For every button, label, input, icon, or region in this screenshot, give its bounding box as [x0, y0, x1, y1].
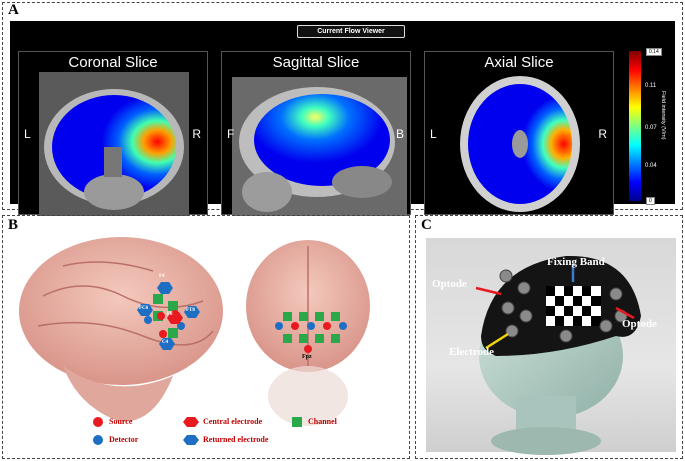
- electrode-label-f8: F8: [167, 312, 173, 317]
- electrode-label-fc6: FC6: [139, 306, 149, 311]
- viewer-title-button[interactable]: Current Flow Viewer: [297, 25, 405, 38]
- panel-b-label: B: [8, 217, 19, 233]
- brain-illustrations: [19, 237, 370, 445]
- fixing-band-label: Fixing Band: [547, 256, 605, 268]
- colorbar-tick-2: 0.04: [645, 163, 657, 169]
- axial-right-label: R: [598, 127, 607, 141]
- colorbar-tick-1: 0.07: [645, 125, 657, 131]
- panel-a: A Current Flow Viewer Coronal Slice: [2, 2, 683, 216]
- coronal-slice: Coronal Slice L R: [18, 51, 208, 216]
- axial-brain-map: [460, 76, 580, 212]
- axial-slice: Axial Slice L R: [424, 51, 614, 215]
- cap-photo: [475, 255, 641, 455]
- axial-left-label: L: [430, 127, 437, 141]
- legend-source: Source: [109, 417, 133, 426]
- legend-channel-marker: [292, 417, 302, 427]
- electrode-label: Electrode: [449, 346, 495, 358]
- frontal-montage: [275, 312, 347, 353]
- panel-c-label: C: [421, 217, 432, 233]
- electrode-arrow: [485, 332, 509, 350]
- optode-left-label: Optode: [432, 278, 467, 290]
- colorbar-tick-0: 0.11: [645, 83, 657, 89]
- panel-a-label: A: [8, 2, 19, 18]
- panel-b: B: [2, 215, 410, 459]
- legend-channel: Channel: [308, 417, 337, 426]
- colorbar-title: Field intensity (V/m): [660, 91, 666, 140]
- axial-title: Axial Slice: [484, 54, 554, 71]
- fpz-label: Fpz: [302, 354, 312, 360]
- electrode-label-ft8: FT8: [186, 308, 195, 313]
- coronal-left-label: L: [24, 127, 31, 141]
- coronal-right-label: R: [192, 127, 201, 141]
- sagittal-title: Sagittal Slice: [272, 54, 360, 71]
- legend-central-marker: [183, 417, 199, 427]
- optode-right-arrow: [615, 306, 635, 320]
- legend-source-marker: [93, 417, 103, 427]
- legend-detector-marker: [93, 435, 103, 445]
- sagittal-slice: Sagittal Slice F B: [221, 51, 411, 216]
- colorbar-min-box[interactable]: 0: [646, 197, 655, 205]
- sagittal-right-label: B: [395, 127, 404, 141]
- panel-c: C Optode: [415, 215, 683, 459]
- sagittal-left-label: F: [227, 127, 235, 141]
- electrode-label-c4: C4: [162, 340, 169, 345]
- legend-returned: Returned electrode: [203, 435, 269, 444]
- lateral-montage: [137, 282, 200, 350]
- current-flow-viewer: Current Flow Viewer Coronal Slice: [10, 21, 675, 216]
- coronal-brain-map: [39, 72, 189, 216]
- coronal-title: Coronal Slice: [68, 54, 158, 71]
- optode-left-arrow: [475, 286, 502, 296]
- legend-central: Central electrode: [203, 417, 263, 426]
- legend-detector: Detector: [109, 435, 139, 444]
- electrode-label-f4: F4: [159, 274, 165, 279]
- colorbar-max-box[interactable]: 0.14: [646, 48, 662, 56]
- colorbar: [629, 51, 641, 201]
- legend-returned-marker: [183, 435, 199, 445]
- optode-right-label: Optode: [622, 318, 657, 330]
- sagittal-brain-map: [232, 77, 407, 216]
